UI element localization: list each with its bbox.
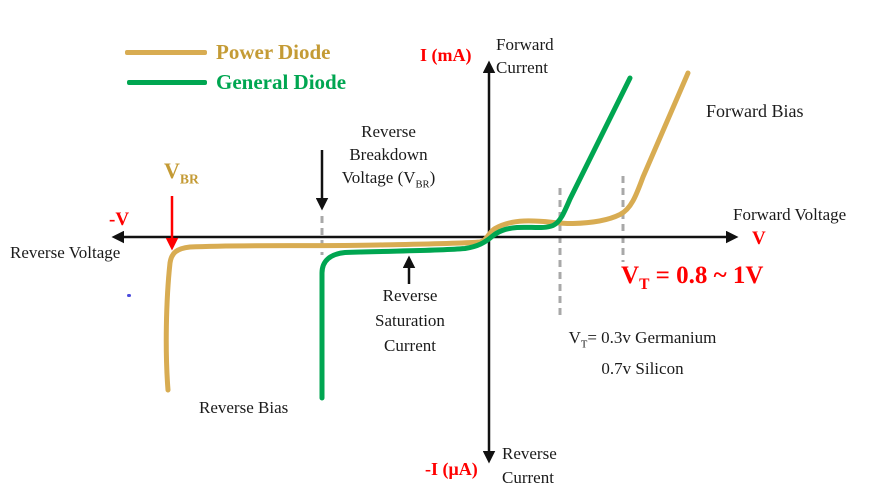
general-diode-legend-swatch [127, 80, 207, 85]
general-diode-legend-label: General Diode [216, 70, 347, 94]
forward-bias-label: Forward Bias [706, 101, 804, 121]
breakdown-voltage-caption: Reverse Breakdown Voltage (VBR) [341, 122, 436, 191]
saturation-current-caption: Reverse Saturation Current [375, 286, 445, 355]
neg-voltage-label: -V [109, 209, 130, 230]
voltage-label: V [752, 228, 766, 249]
reverse-voltage-caption: Reverse Voltage [10, 243, 121, 262]
current-axis-label: I (mA) [420, 45, 472, 65]
reverse-bias-label: Reverse Bias [199, 398, 289, 417]
forward-current-caption: Forward Current [496, 35, 554, 77]
vbr-label: VBR [164, 158, 199, 187]
power-diode-legend-label: Power Diode [216, 40, 331, 64]
forward-voltage-caption: Forward Voltage [733, 205, 847, 224]
power-diode-legend-swatch [125, 50, 207, 55]
stray-mark [127, 294, 131, 297]
vt-range-label: VT = 0.8 ~ 1V [621, 262, 764, 293]
neg-current-axis-label: -I (μA) [425, 459, 478, 479]
reverse-current-caption: Reverse Current [502, 444, 557, 487]
vt-values-caption: VT= 0.3v Germanium 0.7v Silicon [568, 328, 717, 379]
general-diode-curve [319, 75, 633, 401]
